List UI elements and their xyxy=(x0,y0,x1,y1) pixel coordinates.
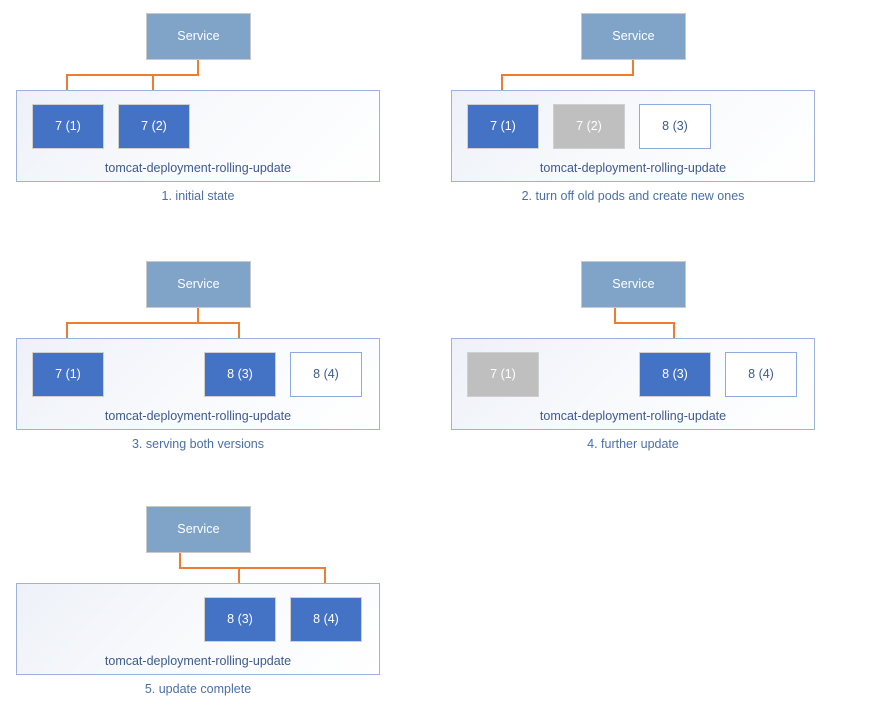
service-node: Service xyxy=(146,506,251,553)
service-node: Service xyxy=(146,261,251,308)
pod-box: 7 (1) xyxy=(467,352,539,397)
pod-box: 8 (4) xyxy=(290,597,362,642)
deployment-name-label: tomcat-deployment-rolling-update xyxy=(104,160,292,175)
pod-box: 8 (3) xyxy=(639,352,711,397)
pod-label: 7 (2) xyxy=(576,119,602,134)
service-label: Service xyxy=(177,29,220,44)
pod-box: 8 (3) xyxy=(204,597,276,642)
service-node: Service xyxy=(581,13,686,60)
pod-box: 7 (2) xyxy=(118,104,190,149)
pod-box: 7 (2) xyxy=(553,104,625,149)
pod-label: 8 (3) xyxy=(227,367,253,382)
pod-label: 8 (4) xyxy=(313,612,339,627)
pod-label: 8 (3) xyxy=(227,612,253,627)
panel-2: Service 7 (1) 7 (2) 8 (3) tomcat-deploym… xyxy=(435,0,870,230)
panel-3: Service 7 (1) 8 (3) 8 (4) tomcat-deploym… xyxy=(0,248,435,478)
panel-caption: 5. update complete xyxy=(144,682,252,696)
pod-box: 8 (3) xyxy=(639,104,711,149)
panel-5: Service 8 (3) 8 (4) tomcat-deployment-ro… xyxy=(0,493,435,723)
pod-label: 8 (4) xyxy=(748,367,774,382)
pod-label: 7 (1) xyxy=(490,367,516,382)
service-label: Service xyxy=(612,277,655,292)
deployment-container: 7 (1) 8 (3) 8 (4) tomcat-deployment-roll… xyxy=(16,338,380,430)
pod-box: 7 (1) xyxy=(32,352,104,397)
deployment-name-label: tomcat-deployment-rolling-update xyxy=(539,408,727,423)
panel-caption: 3. serving both versions xyxy=(131,437,264,451)
pod-box: 7 (1) xyxy=(467,104,539,149)
deployment-name-label: tomcat-deployment-rolling-update xyxy=(104,408,292,423)
pod-label: 8 (3) xyxy=(662,367,688,382)
panel-1: Service 7 (1) 7 (2) tomcat-deployment-ro… xyxy=(0,0,435,230)
service-node: Service xyxy=(581,261,686,308)
pod-box: 8 (4) xyxy=(725,352,797,397)
pod-label: 7 (2) xyxy=(141,119,167,134)
panel-caption: 4. further update xyxy=(587,437,679,451)
service-node: Service xyxy=(146,13,251,60)
pod-label: 7 (1) xyxy=(490,119,516,134)
service-label: Service xyxy=(612,29,655,44)
pod-label: 7 (1) xyxy=(55,367,81,382)
pod-box: 7 (1) xyxy=(32,104,104,149)
deployment-container: 7 (1) 7 (2) tomcat-deployment-rolling-up… xyxy=(16,90,380,182)
pod-box: 8 (4) xyxy=(290,352,362,397)
deployment-name-label: tomcat-deployment-rolling-update xyxy=(539,160,727,175)
deployment-name-label: tomcat-deployment-rolling-update xyxy=(104,653,292,668)
deployment-container: 7 (1) 7 (2) 8 (3) tomcat-deployment-roll… xyxy=(451,90,815,182)
service-label: Service xyxy=(177,277,220,292)
pod-label: 7 (1) xyxy=(55,119,81,134)
pod-box: 8 (3) xyxy=(204,352,276,397)
pod-label: 8 (3) xyxy=(662,119,688,134)
panel-caption: 2. turn off old pods and create new ones xyxy=(521,189,745,203)
deployment-container: 8 (3) 8 (4) tomcat-deployment-rolling-up… xyxy=(16,583,380,675)
panel-caption: 1. initial state xyxy=(161,189,235,203)
pod-label: 8 (4) xyxy=(313,367,339,382)
panel-4: Service 7 (1) 8 (3) 8 (4) tomcat-deploym… xyxy=(435,248,870,478)
deployment-container: 7 (1) 8 (3) 8 (4) tomcat-deployment-roll… xyxy=(451,338,815,430)
service-label: Service xyxy=(177,522,220,537)
